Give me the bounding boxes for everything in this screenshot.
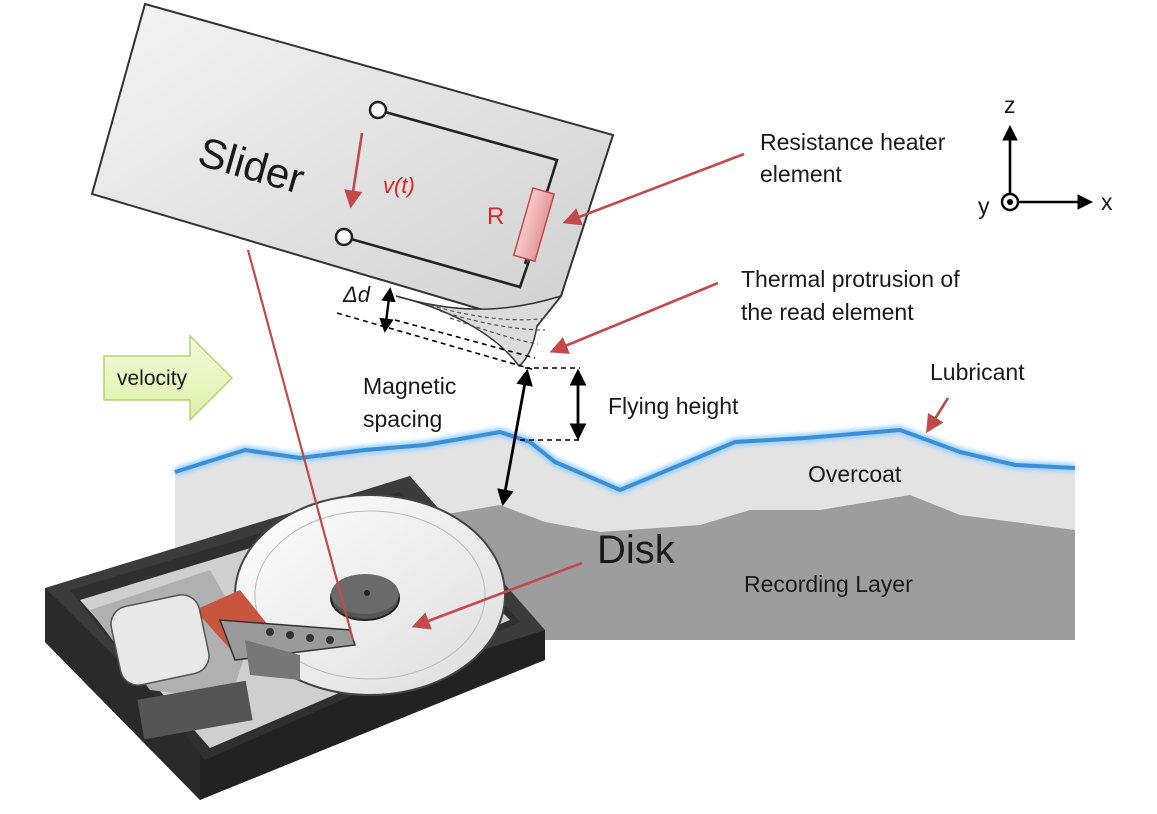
circuit-terminal-top [368, 100, 388, 120]
lubricant-pointer [926, 397, 950, 434]
slider-to-drive-line [246, 249, 355, 641]
heater-circuit [334, 100, 559, 289]
velocity-arrow-icon [103, 334, 234, 422]
voltage-label: v(t) [383, 173, 415, 198]
magnetic-spacing-arrow [497, 368, 533, 507]
heater-label-line1: Resistance heater [760, 129, 946, 155]
slider [90, 2, 615, 368]
heater-pointer [562, 152, 745, 226]
resistor-label: R [487, 203, 504, 230]
heater-label-line2: element [760, 161, 842, 187]
flying-height-label: Flying height [608, 393, 739, 419]
hard-drive-illustration [45, 476, 545, 800]
recording-layer-label: Recording Layer [744, 571, 913, 597]
resistance-heater [512, 187, 556, 263]
axis-triad-icon [1000, 124, 1094, 212]
magnetic-label-line1: Magnetic [363, 373, 456, 399]
delta-d-indicator [336, 287, 536, 371]
axis-z-label: z [1004, 92, 1016, 118]
overcoat-label: Overcoat [808, 461, 902, 487]
delta-d-label: Δd [342, 282, 371, 307]
disk-pointer [411, 561, 583, 630]
axis-x-label: x [1101, 189, 1113, 215]
magnetic-label-line2: spacing [363, 406, 442, 432]
voltage-arrow [344, 132, 364, 209]
circuit-terminal-bottom [334, 227, 354, 247]
velocity-label: velocity [117, 367, 188, 390]
protrusion-pointer [549, 281, 719, 354]
spacing-indicators [497, 367, 587, 507]
lubricant-label: Lubricant [930, 359, 1025, 385]
disk-label: Disk [597, 528, 676, 572]
annotation-arrows [246, 152, 950, 641]
thermal-label-line2: the read element [741, 299, 914, 325]
axis-y-label: y [978, 193, 990, 219]
lubricant-line [174, 427, 1076, 493]
thermal-label-line1: Thermal protrusion of [741, 266, 960, 292]
